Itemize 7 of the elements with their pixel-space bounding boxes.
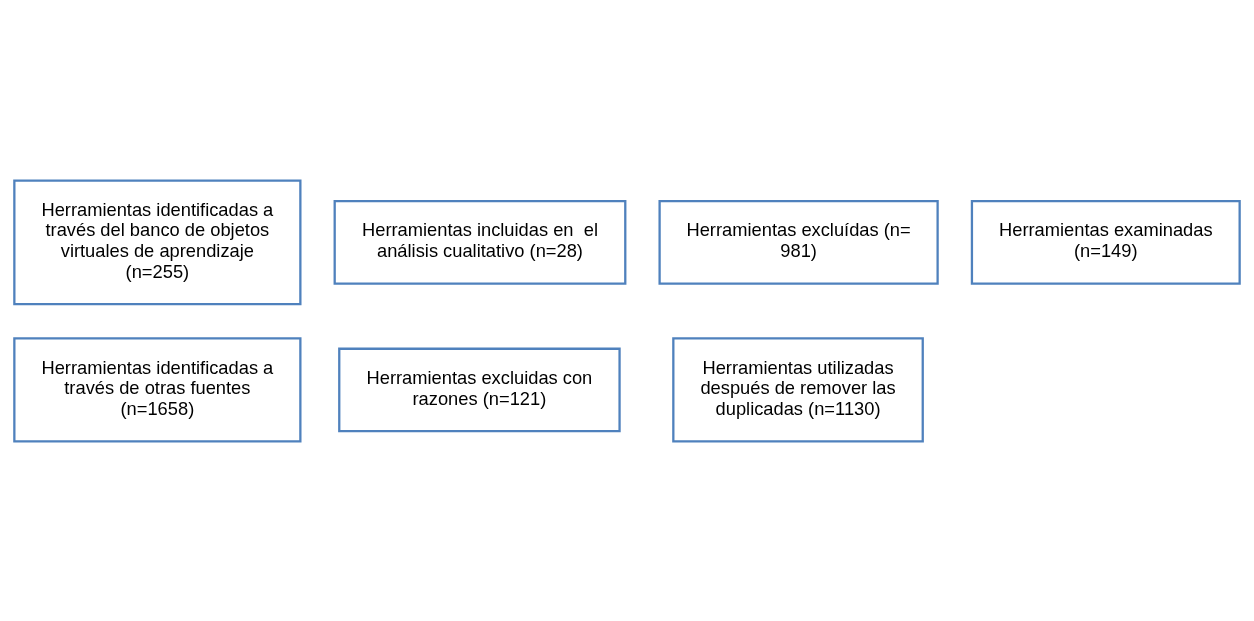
node-box: Herramientas utilizadas después de remover las duplicadas (n=1130) [672,336,924,443]
node-box: Herramientas excluídas (n= 981) [658,199,939,285]
node-box: Herramientas incluidas en el análisis cualitativo (n=28) [333,199,627,285]
node-box: Herramientas identificadas a través de otras fuentes (n=1658) [13,336,302,443]
node-box: Herramientas examinadas (n=149) [970,199,1241,285]
node-box: Herramientas excluidas con razones (n=121) [338,347,621,432]
node-box: Herramientas identificadas a través del banco de objetos virtuales de aprendizaje (n=255) [13,178,302,305]
